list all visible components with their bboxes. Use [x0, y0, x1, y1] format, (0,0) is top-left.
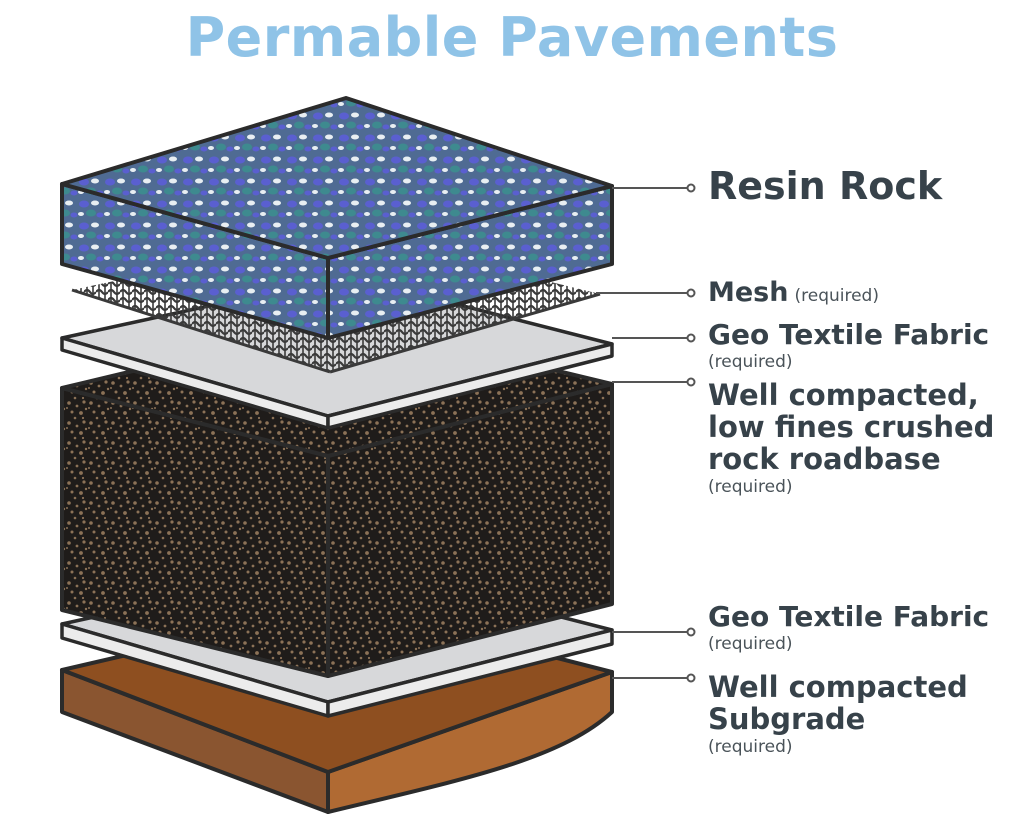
label-name-line: Well compacted,	[708, 378, 979, 412]
leader-lines	[596, 183, 696, 683]
label-note: (required)	[708, 736, 793, 757]
label-name-line: Well compacted	[708, 670, 968, 704]
label-geo-textile-upper: Geo Textile Fabric (required)	[708, 318, 990, 372]
label-name-line: low fines crushed	[708, 409, 995, 444]
label-name: Geo Textile Fabric	[708, 600, 990, 633]
label-note: (required)	[708, 633, 793, 654]
label-note: (required)	[708, 351, 793, 372]
label-geo-textile-lower: Geo Textile Fabric (required)	[708, 600, 990, 654]
label-name: Resin Rock	[708, 164, 943, 208]
label-mesh: Mesh(required)	[708, 278, 879, 308]
label-roadbase: Well compacted, low fines crushed rock r…	[708, 378, 995, 497]
resin-rock-layer	[60, 96, 614, 340]
label-note: (required)	[708, 476, 793, 497]
diagram-title: Permable Pavements	[185, 6, 839, 69]
label-name-line: Subgrade	[708, 701, 866, 736]
label-resin-rock: Resin Rock	[708, 164, 943, 208]
label-name-line: rock roadbase	[708, 441, 941, 476]
label-name: Mesh	[708, 277, 789, 308]
label-note: (required)	[794, 286, 879, 306]
label-subgrade: Well compacted Subgrade (required)	[708, 670, 968, 757]
label-name: Geo Textile Fabric	[708, 318, 990, 351]
